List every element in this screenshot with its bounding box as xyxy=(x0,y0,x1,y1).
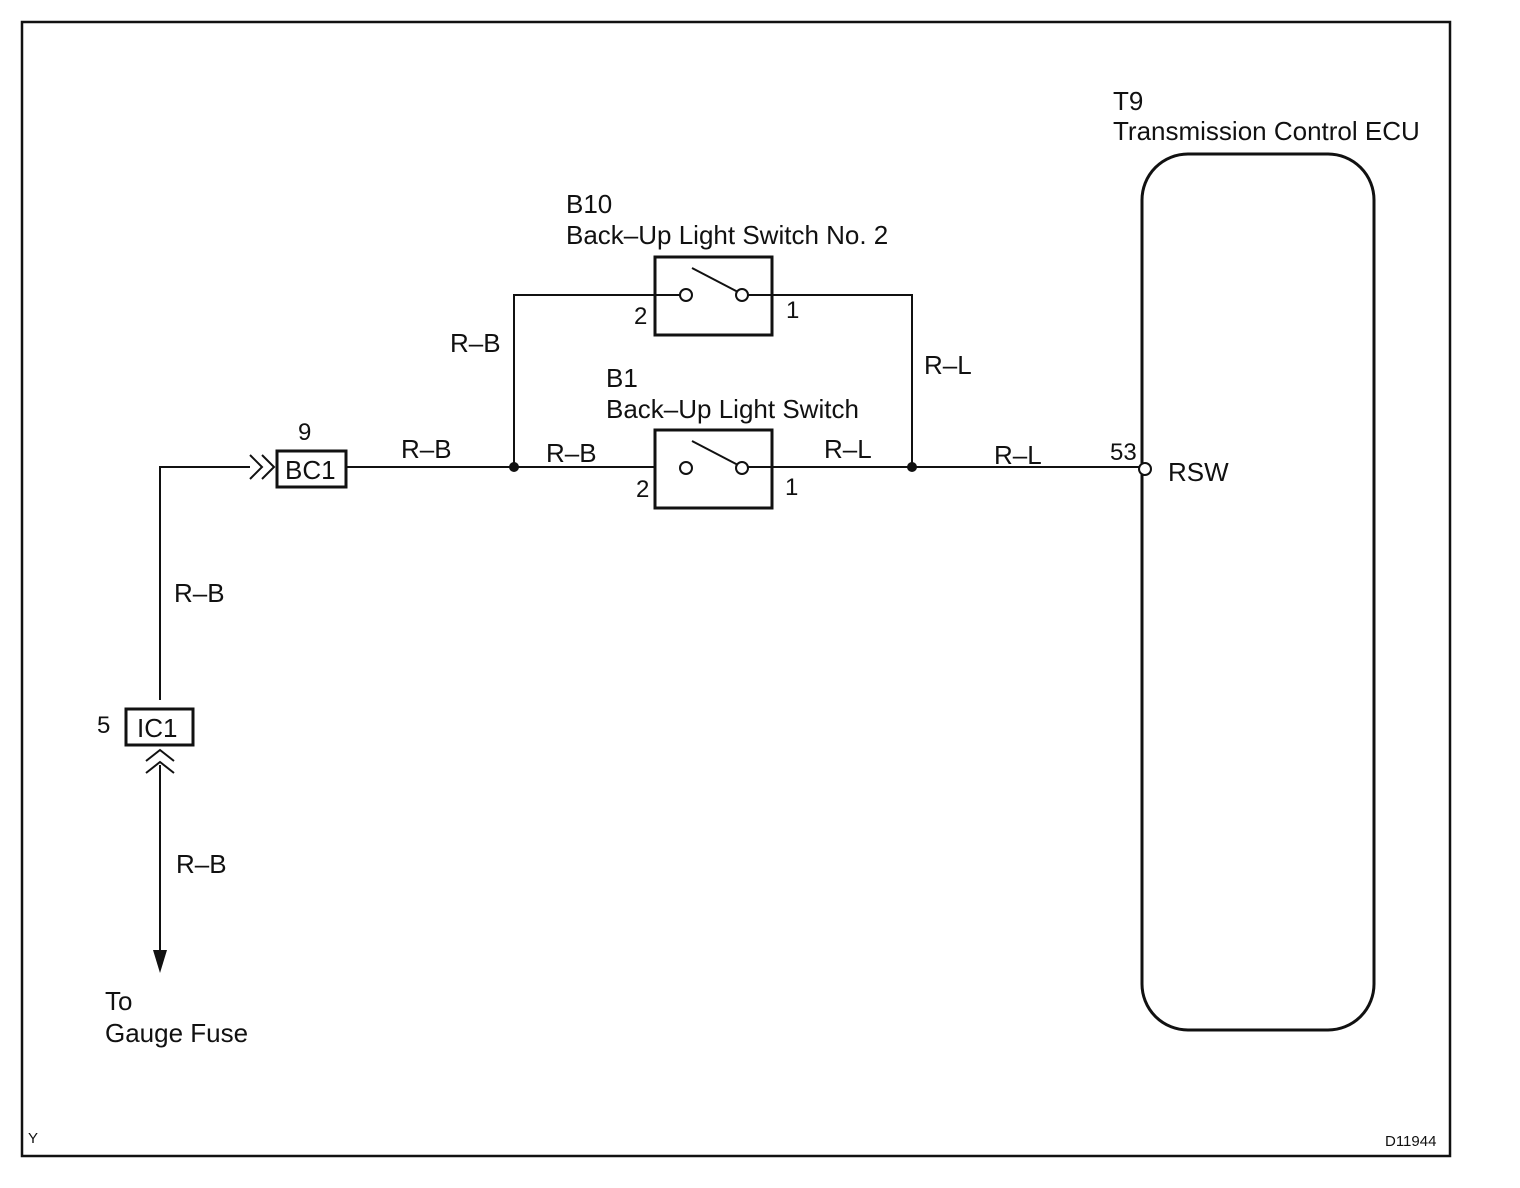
bc1-box xyxy=(275,449,348,489)
wire-label-right-vertical: R–L xyxy=(924,350,972,380)
junction-left xyxy=(509,462,519,472)
ic1-name: IC1 xyxy=(137,713,177,743)
switch-b10: B10 Back–Up Light Switch No. 2 2 1 xyxy=(566,189,888,337)
wire-label-bc1-out: R–B xyxy=(401,434,452,464)
switch-b1-contact-left xyxy=(679,461,693,475)
switch-b1-pin-left: 2 xyxy=(636,476,649,503)
fuse-label-line1: To xyxy=(105,986,132,1016)
diagram-frame xyxy=(20,20,1452,1158)
connector-bc1: BC1 9 xyxy=(159,419,348,700)
ecu-box xyxy=(1140,152,1376,1032)
switch-b1-blade xyxy=(691,440,739,466)
wire-label-to-ecu: R–L xyxy=(994,440,1042,470)
junction-right xyxy=(907,462,917,472)
connector-ic1: IC1 5 xyxy=(97,707,195,973)
wire-upper-right-branch xyxy=(772,294,913,467)
switch-b10-name: Back–Up Light Switch No. 2 xyxy=(566,220,888,250)
ecu-pin-number: 53 xyxy=(1110,439,1137,466)
switch-b1-contact-right xyxy=(735,461,749,475)
switch-b10-pin-right: 1 xyxy=(786,297,799,324)
switch-b1-box xyxy=(653,428,774,510)
bc1-name: BC1 xyxy=(285,455,336,485)
ecu-block: T9 Transmission Control ECU 53 RSW xyxy=(1110,86,1420,1032)
wire-label-b1-out: R–L xyxy=(824,434,872,464)
figure-code: D11944 xyxy=(1385,1133,1436,1150)
ecu-pin-name: RSW xyxy=(1168,457,1229,487)
switch-b1-name: Back–Up Light Switch xyxy=(606,394,859,424)
fuse-arrow-head xyxy=(153,950,167,973)
wire-label-upper-left: R–B xyxy=(450,328,501,358)
ecu-code: T9 xyxy=(1113,86,1143,116)
ic1-chevron-upper xyxy=(145,748,175,762)
corner-label-left: Y xyxy=(28,1130,38,1147)
ic1-chevron-lower xyxy=(145,760,175,774)
wire-upper-left-branch xyxy=(513,294,655,467)
switch-b10-blade xyxy=(691,267,739,293)
switch-b1-code: B1 xyxy=(606,363,638,393)
wire-vertical-to-bc1 xyxy=(159,466,250,700)
wire-label-b1-in: R–B xyxy=(546,438,597,468)
switch-b10-pin-left: 2 xyxy=(634,303,647,330)
bc1-chevron-inner xyxy=(261,454,276,480)
bc1-pin: 9 xyxy=(298,419,311,446)
switch-b1: B1 Back–Up Light Switch 2 1 xyxy=(606,363,859,510)
wire-label-vertical-lower: R–B xyxy=(176,849,227,879)
bc1-chevron-outer xyxy=(249,454,264,480)
ic1-box xyxy=(124,707,195,747)
switch-b10-contact-left xyxy=(679,288,693,302)
switch-b10-contact-right xyxy=(735,288,749,302)
ecu-pin-terminal xyxy=(1138,462,1152,476)
ic1-pin: 5 xyxy=(97,712,110,739)
ecu-name: Transmission Control ECU xyxy=(1113,116,1420,146)
switch-b1-pin-right: 1 xyxy=(785,474,798,501)
wire-label-vertical-upper: R–B xyxy=(174,578,225,608)
switch-b10-code: B10 xyxy=(566,189,612,219)
fuse-label-line2: Gauge Fuse xyxy=(105,1018,248,1048)
